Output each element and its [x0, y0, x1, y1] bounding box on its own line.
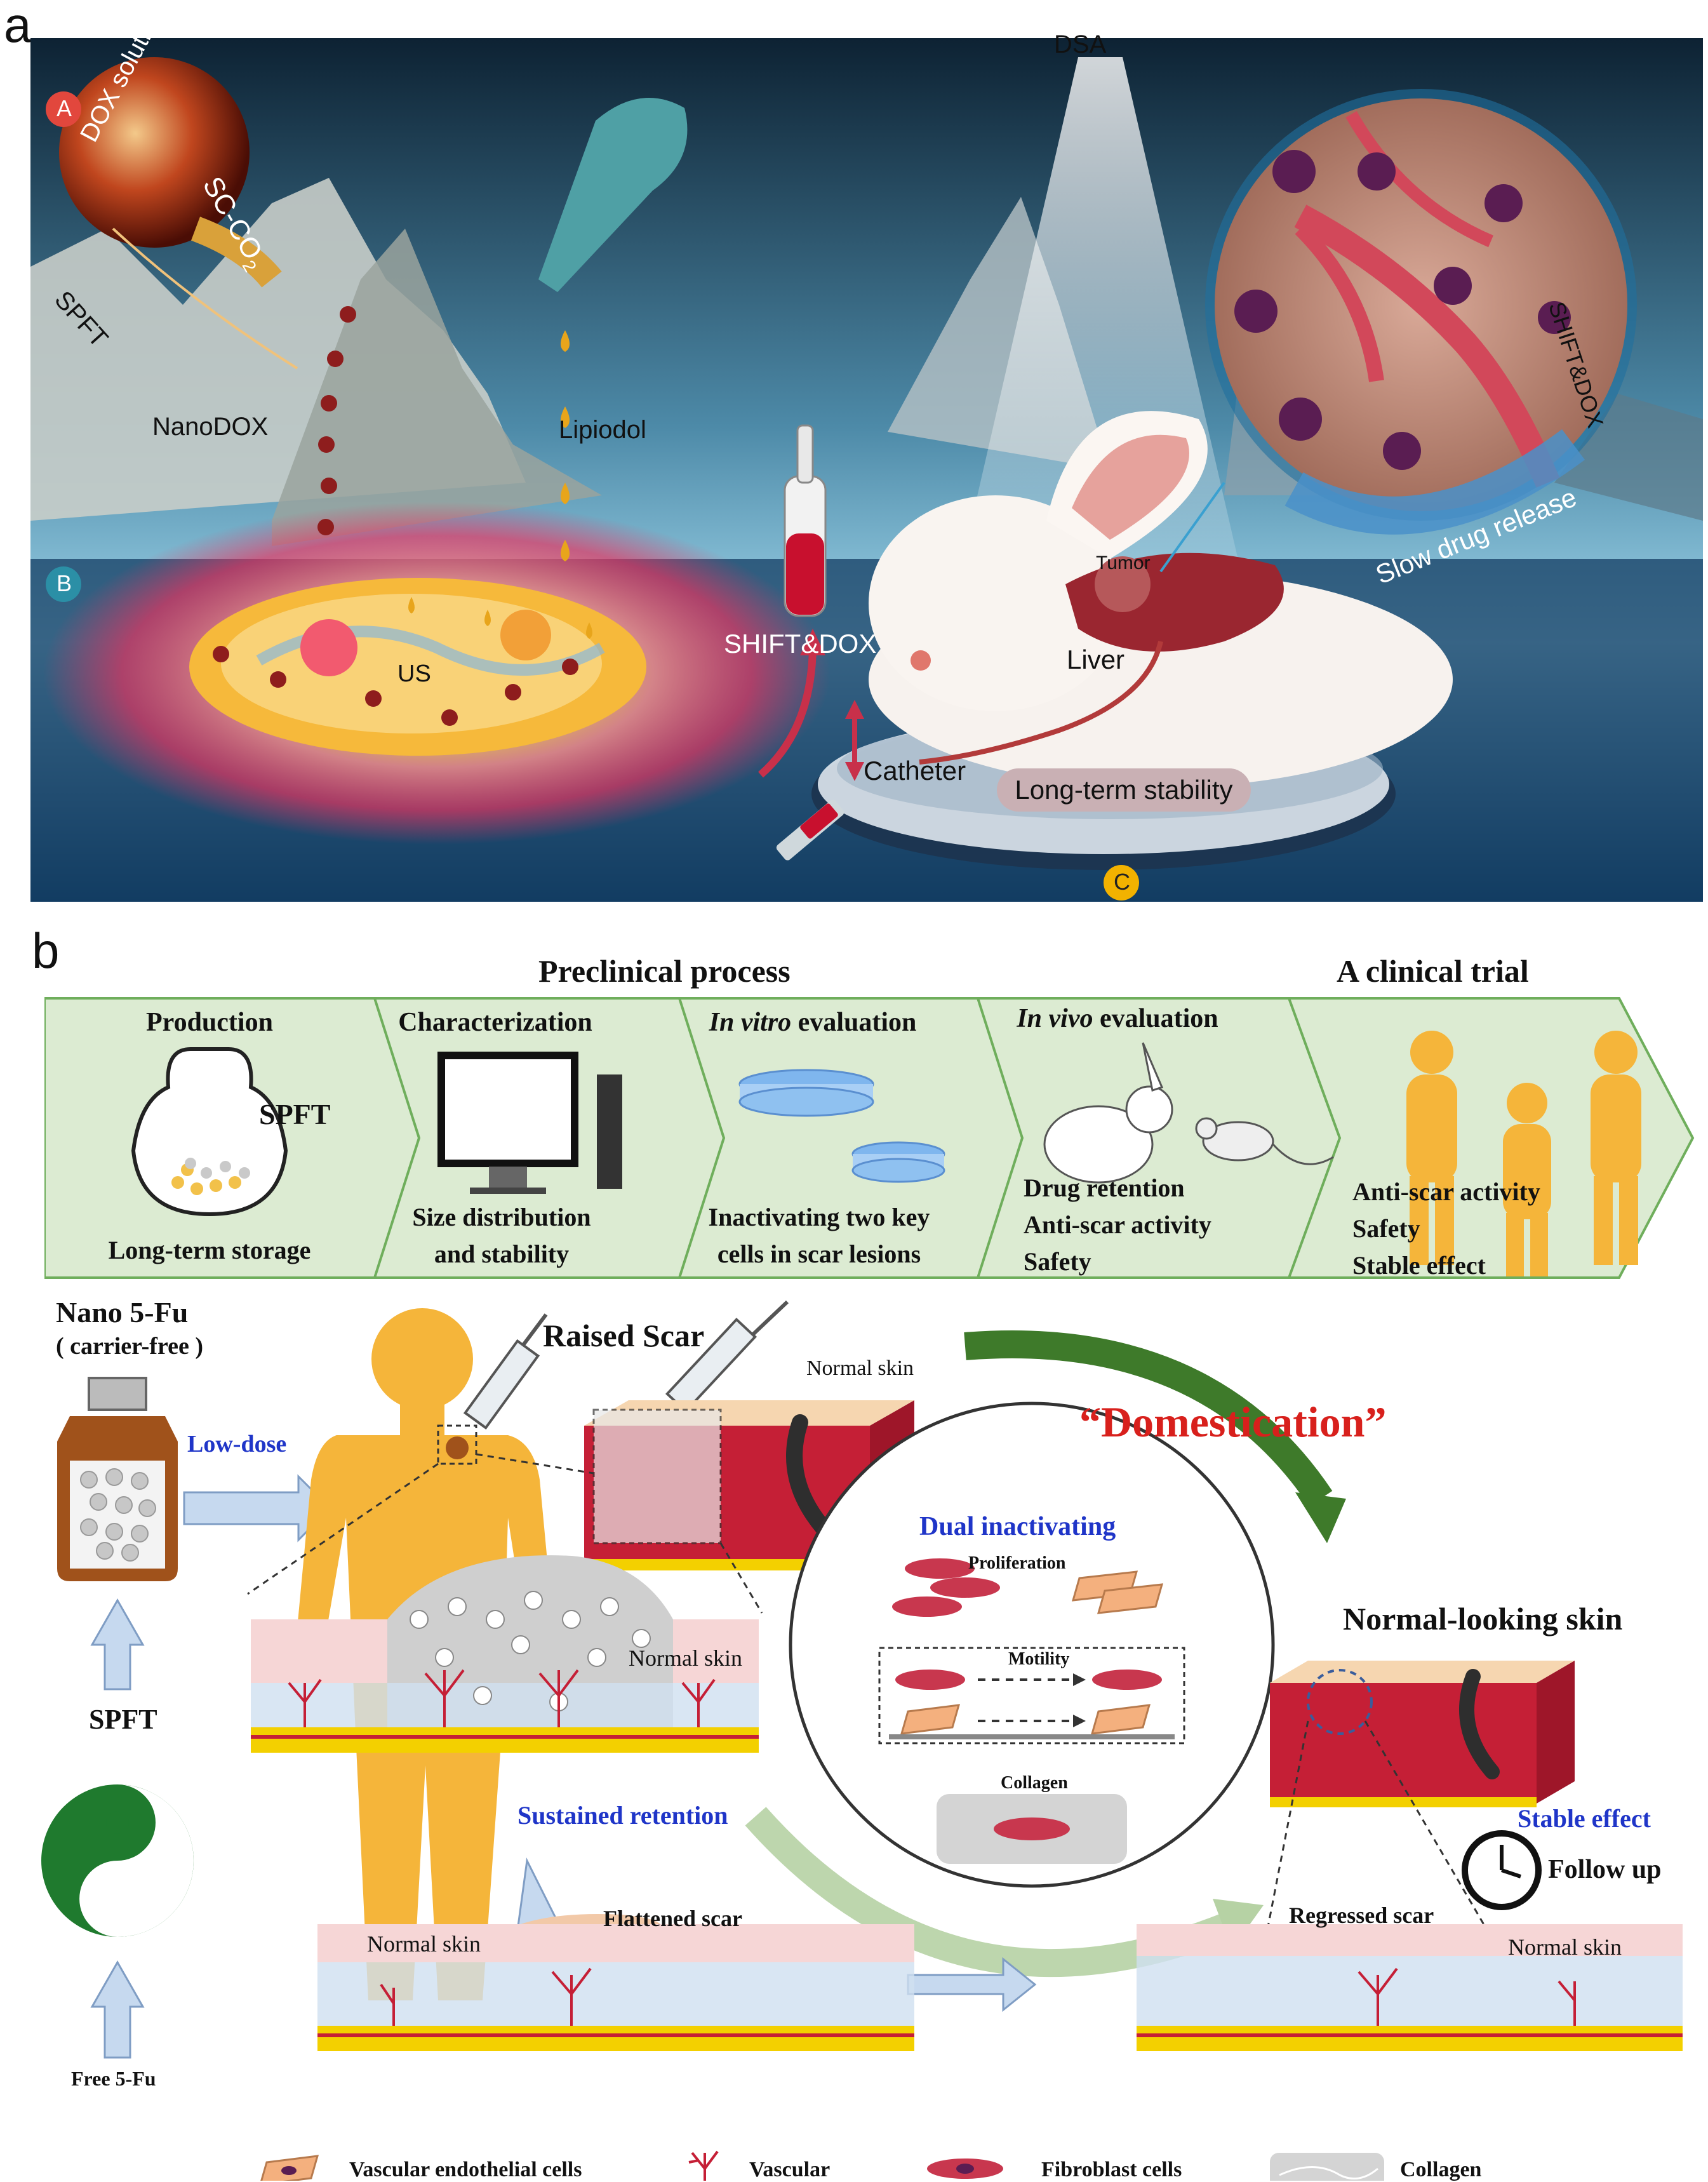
normal-skin-right-label: Normal skin — [1508, 1934, 1622, 1960]
preclinical-header: Preclinical process — [538, 953, 791, 989]
spft-label-b: SPFT — [89, 1704, 157, 1735]
legend-collagen-label: Collagen — [1400, 2158, 1482, 2181]
domestication-label: “Domestication” — [1079, 1398, 1387, 1446]
stage-invitro-rest: evaluation — [791, 1008, 917, 1037]
us-label: US — [397, 660, 431, 687]
marker-c: C — [1114, 869, 1130, 895]
legend-endothelial-label: Vascular endothelial cells — [349, 2158, 582, 2181]
endothelial-cells-cluster — [900, 1570, 1164, 1735]
vial-cap — [88, 1377, 147, 1411]
stage-characterization-line-2: and stability — [434, 1240, 570, 1268]
normal-looking-skin-block — [1270, 1661, 1575, 1807]
raised-scar-label: Raised Scar — [543, 1318, 705, 1353]
cross-section-flattened — [317, 1914, 914, 2051]
dual-inactivating-label: Dual inactivating — [919, 1512, 1116, 1541]
fibroblast-cells-cluster — [892, 1558, 1162, 1840]
stage-production-line-1: Long-term storage — [108, 1236, 311, 1264]
panel-b-letter: b — [32, 923, 60, 979]
marker-b: B — [56, 570, 72, 596]
free-5fu-label: Free 5-Fu — [71, 2067, 156, 2090]
stage-invitro-text: Inactivating two key cells in scar lesio… — [679, 1199, 959, 1273]
nano-5fu-label: Nano 5-Fu — [56, 1296, 189, 1329]
motility-label: Motility — [1008, 1649, 1070, 1669]
normal-skin-top-label: Normal skin — [806, 1356, 914, 1380]
nanodox-label: NanoDOX — [152, 413, 269, 441]
sustained-retention-label: Sustained retention — [517, 1801, 728, 1830]
normal-skin-mid-label: Normal skin — [629, 1645, 742, 1671]
stage-clinical-line-3: Stable effect — [1352, 1251, 1486, 1280]
carrier-free-label: ( carrier-free ) — [56, 1333, 204, 1360]
stage-invivo-text: Drug retention Anti-scar activity Safety — [1024, 1170, 1265, 1280]
scar-treatment-illustration — [41, 1300, 1683, 2181]
cross-section-regressed — [1137, 1924, 1683, 2051]
stage-invitro-line-1: Inactivating two key — [708, 1203, 930, 1231]
syringe-1 — [463, 1313, 548, 1430]
stage-production-title: Production — [146, 1008, 273, 1037]
vascular-icon — [688, 2150, 719, 2181]
cross-section-sustained — [251, 1555, 759, 1753]
normal-skin-flat-label: Normal skin — [367, 1931, 481, 1957]
tumor-label: Tumor — [1096, 552, 1151, 573]
legend-fibroblast-label: Fibroblast cells — [1041, 2158, 1182, 2181]
stable-effect-label: Stable effect — [1518, 1804, 1651, 1833]
lipiodol-label: Lipiodol — [559, 416, 646, 444]
stage-invivo-line-2: Anti-scar activity — [1024, 1210, 1211, 1239]
stage-clinical-line-2: Safety — [1352, 1214, 1420, 1243]
follow-up-label: Follow up — [1548, 1855, 1662, 1884]
collagen-step-label: Collagen — [1001, 1773, 1068, 1793]
dsa-label: DSA — [1054, 30, 1107, 58]
production-spft-label: SPFT — [259, 1098, 331, 1130]
stage-characterization-text: Size distribution and stability — [368, 1199, 635, 1273]
stage-invitro-line-2: cells in scar lesions — [717, 1240, 921, 1268]
long-term-stability-badge: Long-term stability — [997, 768, 1251, 812]
stage-invivo-rest: evaluation — [1093, 1004, 1218, 1033]
panel-a-letter: a — [4, 0, 32, 53]
stage-invivo-title: In vivo evaluation — [978, 1003, 1257, 1034]
legend-vascular-label: Vascular — [749, 2158, 831, 2181]
stage-clinical-line-1: Anti-scar activity — [1352, 1177, 1540, 1206]
clinical-header: A clinical trial — [1337, 953, 1529, 989]
regressed-scar-label: Regressed scar — [1289, 1903, 1434, 1928]
liver-label: Liver — [1067, 645, 1125, 674]
stage-production-text: Long-term storage — [76, 1232, 343, 1269]
shift-dox-label: SHIFT&DOX — [724, 629, 877, 659]
stage-invivo-line-1: Drug retention — [1024, 1174, 1185, 1202]
proliferation-label: Proliferation — [968, 1553, 1066, 1573]
stage-clinical-text: Anti-scar activity Safety Stable effect — [1352, 1174, 1632, 1284]
low-dose-label: Low-dose — [187, 1431, 287, 1457]
stage-invitro-title: In vitro evaluation — [673, 1007, 952, 1038]
marker-a: A — [56, 95, 72, 121]
stage-characterization-line-1: Size distribution — [412, 1203, 591, 1231]
mechanism-circle — [789, 1402, 1275, 1888]
catheter-label: Catheter — [864, 756, 966, 786]
stage-invivo-italic: In vivo — [1017, 1004, 1093, 1033]
vial-particles — [80, 1468, 156, 1562]
stage-invivo-line-3: Safety — [1024, 1247, 1091, 1276]
panel-a-illustration — [30, 38, 1703, 902]
stage-characterization-title: Characterization — [398, 1008, 592, 1037]
collagen-icon — [1270, 2153, 1384, 2181]
process-chevron-band — [44, 997, 1695, 1279]
stage-invitro-italic: In vitro — [709, 1008, 792, 1037]
flattened-scar-label: Flattened scar — [603, 1906, 742, 1931]
panel-a-scene — [30, 38, 1703, 902]
vascular-branches — [288, 1669, 1576, 2026]
domestication-arrow — [964, 1330, 1333, 1507]
normal-looking-skin-label: Normal-looking skin — [1343, 1601, 1623, 1636]
